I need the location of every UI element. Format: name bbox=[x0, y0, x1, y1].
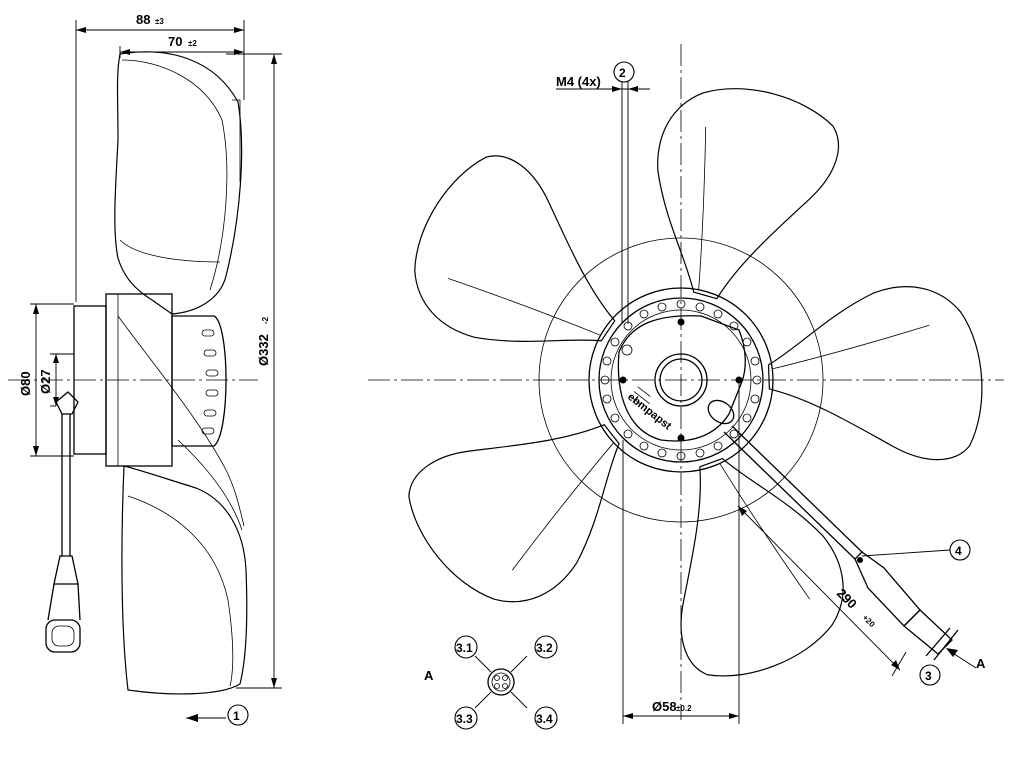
balloon-4-label: 4 bbox=[955, 544, 962, 558]
pin-label-3-2: 3.2 bbox=[536, 641, 553, 655]
front-blade-2 bbox=[765, 283, 986, 467]
front-label-lines bbox=[630, 386, 651, 405]
dim-58-value: Ø58 bbox=[652, 699, 677, 714]
side-connector-taper-left bbox=[47, 583, 55, 621]
front-vent-hole bbox=[621, 344, 633, 356]
side-upper-blade bbox=[114, 51, 243, 315]
front-blade-1 bbox=[622, 66, 850, 321]
pin-balloon-3-4 bbox=[534, 706, 558, 730]
front-view: ebmpapst M4 (4x) 2 bbox=[368, 44, 1004, 724]
dim-332-tol: -2 bbox=[261, 316, 270, 324]
pin-balloon-3-3 bbox=[454, 706, 478, 730]
balloon-1-label: 1 bbox=[233, 709, 240, 723]
dim-332-value: Ø332 bbox=[256, 334, 271, 366]
balloon-2 bbox=[613, 61, 635, 83]
front-cable-grommet-dot bbox=[857, 557, 863, 563]
connector-view-marker: A bbox=[424, 668, 434, 683]
thread-label: M4 (4x) bbox=[556, 74, 601, 89]
side-upper-blade-root bbox=[119, 239, 221, 263]
connector-pins bbox=[494, 675, 508, 689]
side-view: 88 ±3 70 ±2 Ø80 Ø27 Ø332 -2 bbox=[8, 12, 282, 726]
front-brand-label: ebmpapst bbox=[625, 391, 674, 433]
front-connector-face-2 bbox=[933, 629, 959, 661]
view-a-marker: A bbox=[976, 656, 986, 671]
pin-leader-3-1 bbox=[474, 655, 492, 673]
front-blade-5 bbox=[383, 137, 659, 403]
connector-inner bbox=[491, 672, 511, 692]
side-lower-blade-sweep bbox=[177, 439, 243, 531]
front-cable-gland bbox=[707, 399, 735, 425]
dim-290-ext bbox=[891, 651, 907, 677]
pin-balloon-3-1 bbox=[454, 635, 478, 659]
dim-88-value: 88 bbox=[136, 12, 150, 27]
dim-290-tol: +20 bbox=[861, 613, 877, 629]
side-upper-blade-tip bbox=[232, 99, 241, 182]
airflow-arrow-head bbox=[186, 714, 198, 722]
front-cable-bottom bbox=[723, 431, 856, 560]
balloon-2-label: 2 bbox=[619, 66, 626, 80]
balloon-3-label: 3 bbox=[925, 669, 932, 683]
dim-80-value: Ø80 bbox=[18, 371, 33, 396]
balloon-3 bbox=[919, 664, 941, 686]
pin-leader-3-3 bbox=[474, 691, 492, 709]
dim-58-tol: ±0.2 bbox=[676, 704, 692, 713]
balloon-4-leader bbox=[861, 549, 951, 557]
side-upper-blade-edge bbox=[121, 59, 228, 291]
side-connector-taper-right bbox=[77, 583, 81, 621]
dim-290-line bbox=[737, 505, 901, 671]
pin-label-3-1: 3.1 bbox=[456, 641, 473, 655]
pin-label-3-3: 3.3 bbox=[456, 712, 473, 726]
pin-label-3-4: 3.4 bbox=[536, 712, 553, 726]
balloon-1 bbox=[227, 704, 249, 726]
front-connector-face bbox=[925, 627, 951, 657]
side-rotor-slots bbox=[201, 329, 219, 435]
front-blade-3 bbox=[627, 432, 865, 694]
side-connector-outer bbox=[45, 619, 81, 653]
side-connector-inner bbox=[51, 625, 75, 647]
dim-88-tol: ±3 bbox=[155, 17, 164, 26]
dim-27-value: Ø27 bbox=[38, 369, 53, 394]
connector-outer bbox=[487, 668, 515, 696]
pin-leader-3-2 bbox=[510, 655, 528, 673]
dim-70-tol: ±2 bbox=[188, 39, 197, 48]
connector-view: A 3.1 3.2 3.3 3.4 bbox=[424, 635, 558, 730]
side-cable-gland bbox=[55, 391, 79, 415]
dim-70-value: 70 bbox=[168, 34, 182, 49]
side-blade-sweep-line bbox=[117, 315, 245, 527]
side-lower-blade-edge bbox=[127, 495, 234, 687]
side-lower-blade bbox=[121, 465, 248, 695]
pin-balloon-3-2 bbox=[534, 635, 558, 659]
side-rotor-ring bbox=[171, 315, 227, 447]
front-stator-plate bbox=[617, 315, 746, 442]
side-connector-body bbox=[53, 555, 79, 585]
front-rotor-slots bbox=[600, 299, 762, 461]
front-cable-top bbox=[731, 425, 863, 553]
view-a-arrow-head bbox=[946, 648, 958, 657]
pin-leader-3-4 bbox=[510, 691, 528, 709]
balloon-4 bbox=[949, 539, 971, 561]
